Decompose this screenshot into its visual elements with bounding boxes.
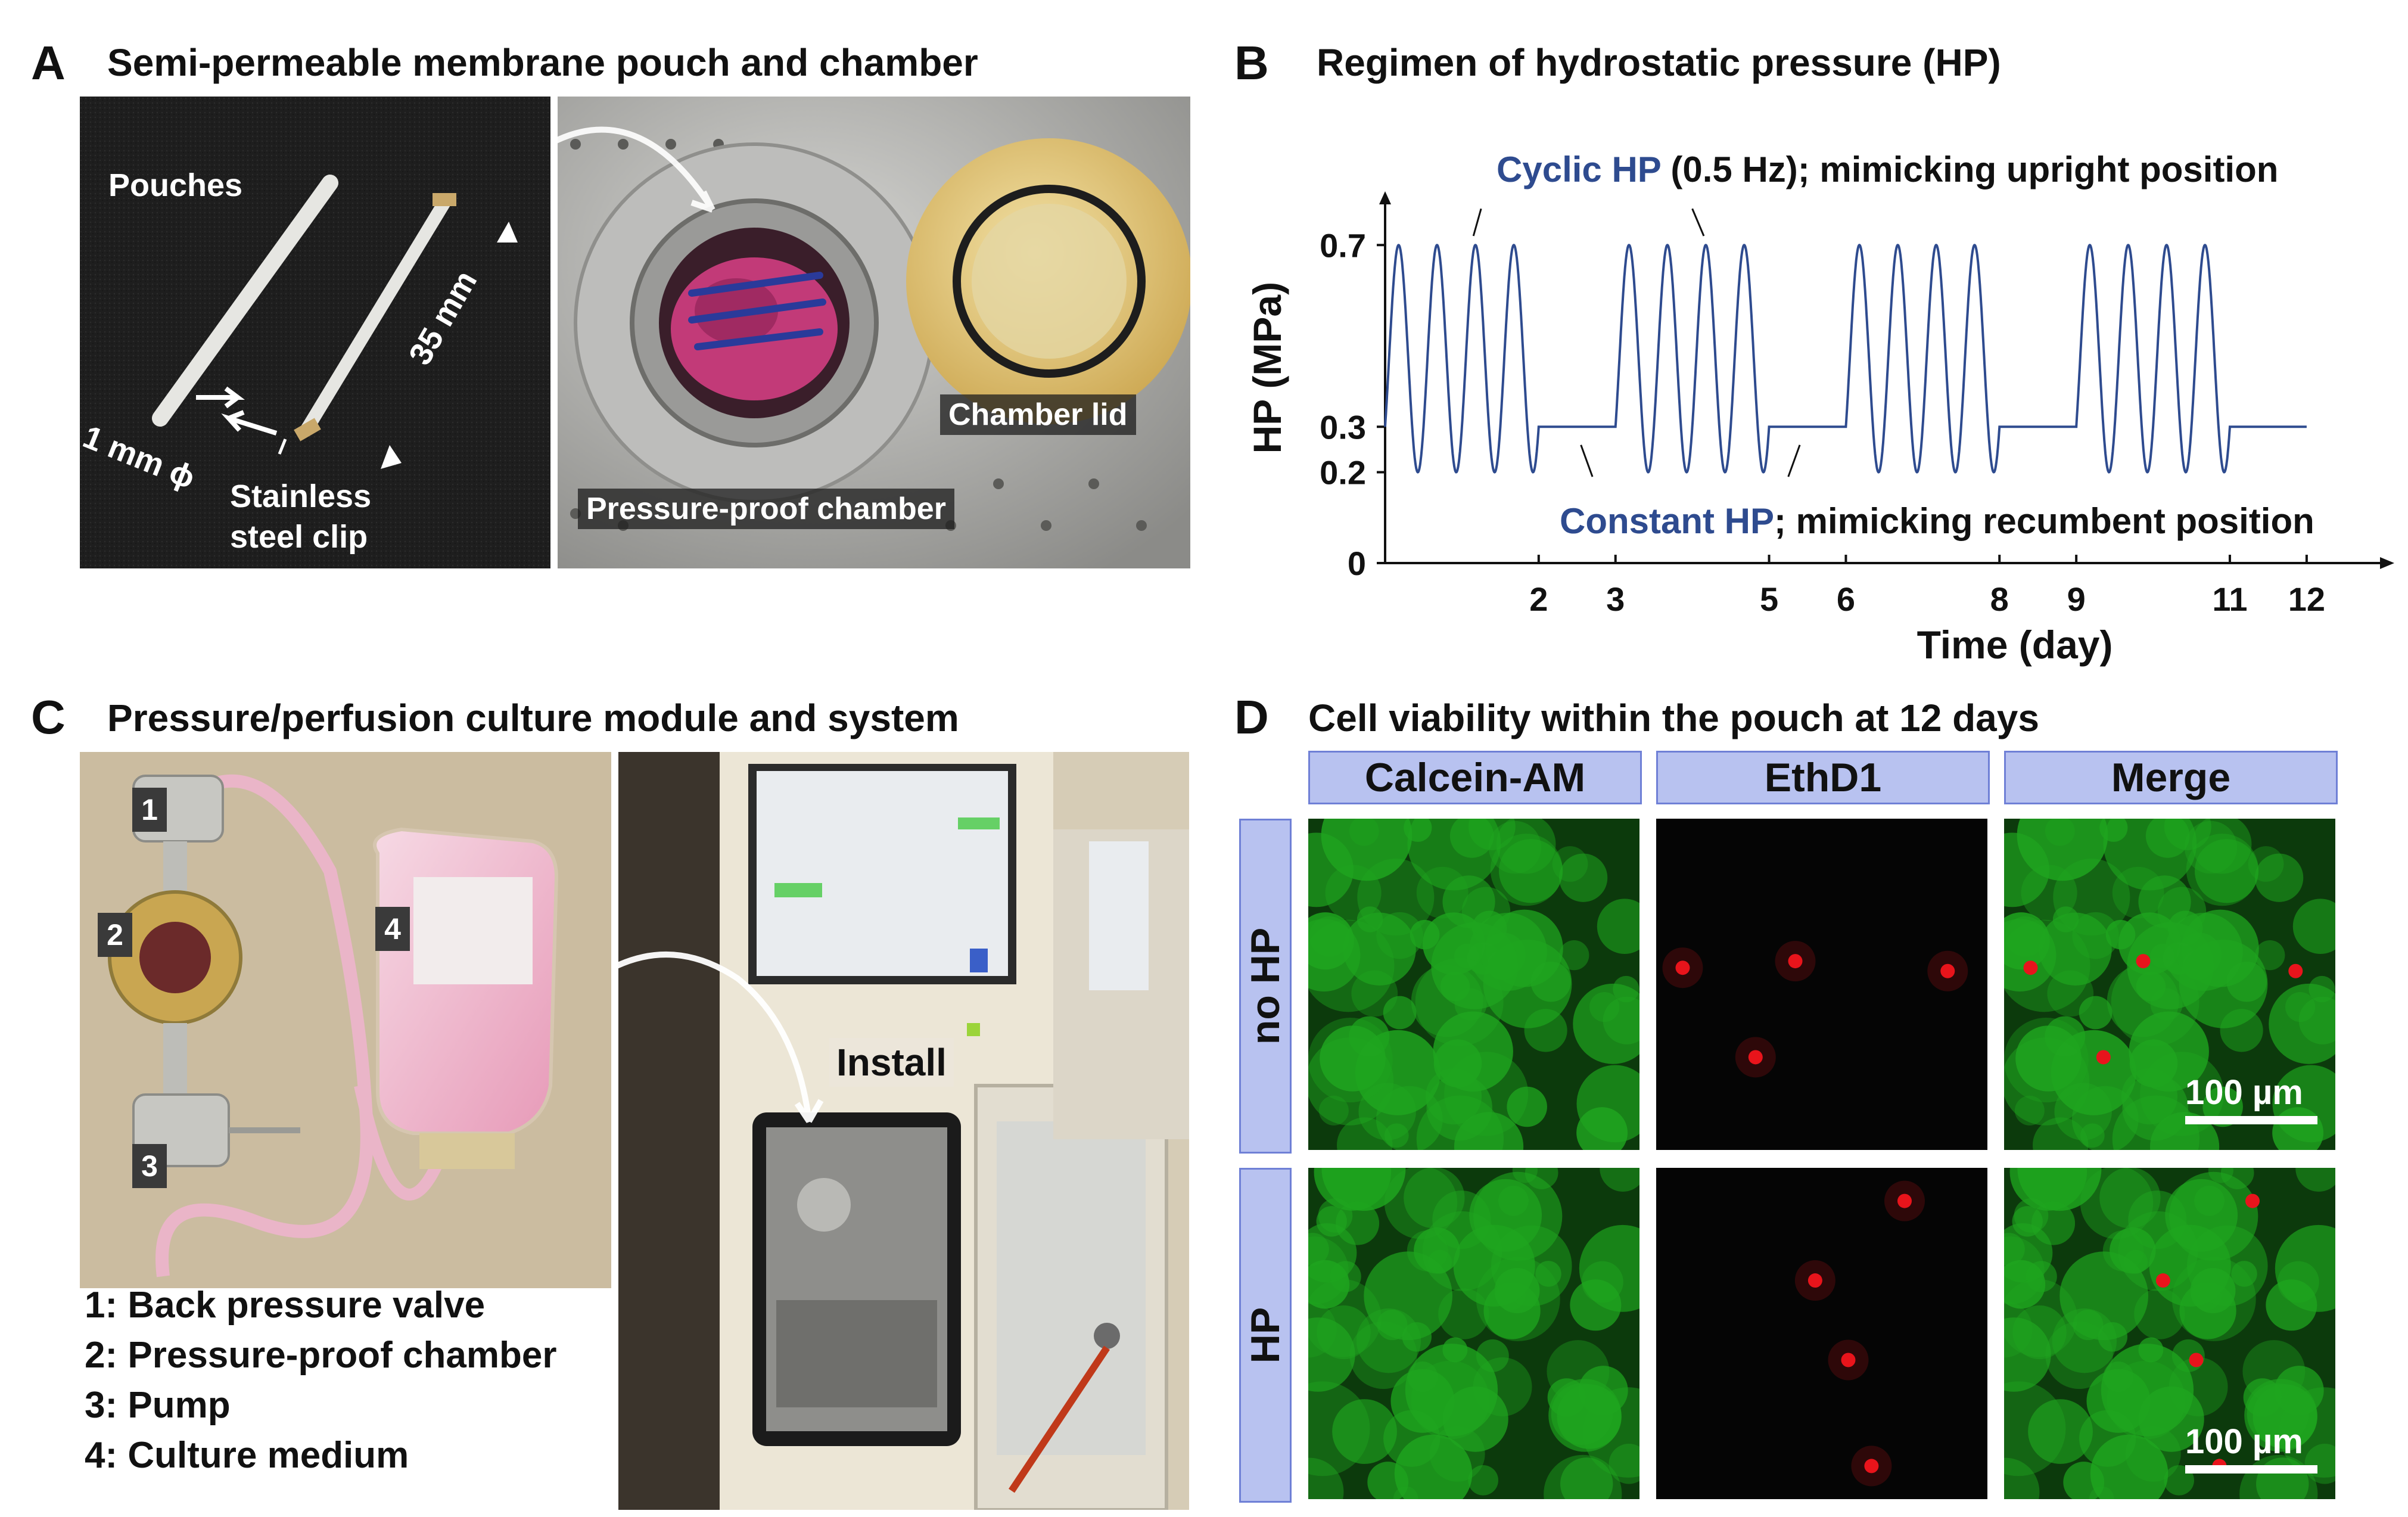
constant-annotation-keyword: Constant HP bbox=[1560, 501, 1774, 541]
x-axis-arrow bbox=[2380, 557, 2394, 569]
system-photo: Install bbox=[618, 752, 1189, 1510]
constant-pointer-1 bbox=[1580, 444, 1594, 477]
x-axis-title: Time (day) bbox=[1917, 623, 2113, 667]
micrograph-hp-ethd1 bbox=[1656, 1168, 1987, 1499]
y-tick-label-1: 0.2 bbox=[1320, 454, 1366, 492]
panel-c-letter: C bbox=[31, 691, 66, 744]
panel-c-title: Pressure/perfusion culture module and sy… bbox=[107, 697, 959, 739]
legend-item-4: 4: Culture medium bbox=[85, 1435, 409, 1476]
y-tick-label-2: 0.3 bbox=[1320, 408, 1366, 446]
panel-b-letter: B bbox=[1234, 36, 1269, 89]
column-header-calcein: Calcein-AM bbox=[1308, 751, 1642, 804]
x-tick-label-6: 11 bbox=[2212, 580, 2247, 618]
panel-a-title: Semi-permeable membrane pouch and chambe… bbox=[107, 41, 978, 84]
micrograph-image bbox=[2004, 1168, 2335, 1499]
micrograph-image bbox=[1662, 941, 1968, 1078]
x-tick-label-4: 8 bbox=[1990, 580, 2009, 618]
micrograph-no-hp-calcein-am bbox=[1308, 819, 1639, 1150]
row-header-no-hp-label: no HP bbox=[1243, 927, 1288, 1045]
cyclic-annotation-keyword: Cyclic HP bbox=[1497, 150, 1661, 189]
module-photo: 1 2 3 4 bbox=[80, 752, 611, 1288]
micrograph-image bbox=[2004, 819, 2335, 1150]
y-axis-arrow bbox=[1379, 191, 1391, 204]
micrograph-image bbox=[1308, 1168, 1639, 1499]
clip-label-line2: steel clip bbox=[230, 519, 368, 555]
x-tick-label-2: 5 bbox=[1760, 580, 1778, 618]
column-header-ethd1: EthD1 bbox=[1656, 751, 1990, 804]
cyclic-pointer-2 bbox=[1691, 208, 1705, 237]
micrograph-hp-calcein-am bbox=[1308, 1168, 1639, 1499]
constant-pointer-2 bbox=[1787, 444, 1801, 477]
chamber-photo: Chamber lid Pressure-proof chamber bbox=[558, 97, 1190, 568]
x-tick-label-7: 12 bbox=[2288, 580, 2325, 618]
cyclic-pointer-1 bbox=[1472, 208, 1482, 237]
module-legend: 1: Back pressure valve 2: Pressure-proof… bbox=[85, 1284, 556, 1484]
cyclic-annotation-rest: (0.5 Hz); mimicking upright position bbox=[1660, 150, 2279, 189]
micrograph-no-hp-merge bbox=[2004, 819, 2335, 1150]
pouch-photo-drawing bbox=[80, 97, 550, 568]
system-photo-drawing bbox=[618, 752, 1189, 1510]
panel-b-title: Regimen of hydrostatic pressure (HP) bbox=[1317, 41, 2001, 84]
legend-item-2: 2: Pressure-proof chamber bbox=[85, 1335, 557, 1376]
column-header-merge: Merge bbox=[2004, 751, 2338, 804]
install-label: Install bbox=[829, 1038, 954, 1087]
scale-bar-row1-line bbox=[2185, 1116, 2317, 1124]
module-photo-drawing bbox=[80, 752, 611, 1288]
y-axis-title: HP (MPa) bbox=[1245, 282, 1289, 454]
micrograph-hp-merge bbox=[2004, 1168, 2335, 1499]
legend-item-3: 3: Pump bbox=[85, 1385, 231, 1426]
scale-bar-row2: 100 µm bbox=[2185, 1422, 2322, 1474]
marker-4: 4 bbox=[375, 907, 410, 951]
scale-bar-row1: 100 µm bbox=[2185, 1073, 2322, 1124]
hp-waveform-line bbox=[1384, 244, 2307, 474]
y-tick-label-3: 0.7 bbox=[1320, 226, 1366, 264]
chamber-label: Pressure-proof chamber bbox=[578, 489, 954, 529]
x-tick-label-1: 3 bbox=[1606, 580, 1625, 618]
marker-1: 1 bbox=[132, 788, 167, 832]
legend-item-1: 1: Back pressure valve bbox=[85, 1285, 486, 1326]
scale-bar-row2-line bbox=[2185, 1465, 2317, 1474]
panel-d-title: Cell viability within the pouch at 12 da… bbox=[1308, 697, 2039, 739]
lid-label: Chamber lid bbox=[940, 394, 1136, 435]
panel-d-letter: D bbox=[1234, 691, 1269, 744]
clip-label-line1: Stainless bbox=[230, 478, 372, 514]
micrograph-no-hp-ethd1 bbox=[1656, 819, 1987, 1150]
constant-annotation-rest: ; mimicking recumbent position bbox=[1774, 501, 2314, 541]
row-header-hp-label: HP bbox=[1243, 1307, 1288, 1364]
y-tick-label-0: 0 bbox=[1348, 545, 1366, 582]
pouches-label: Pouches bbox=[108, 167, 243, 203]
row-header-hp: HP bbox=[1239, 1168, 1292, 1503]
marker-2: 2 bbox=[98, 913, 132, 957]
micrograph-image bbox=[1794, 1180, 1925, 1487]
cyclic-annotation: Cyclic HP (0.5 Hz); mimicking upright po… bbox=[1497, 149, 2278, 190]
x-tick-label-0: 2 bbox=[1529, 580, 1548, 618]
micrograph-image bbox=[1308, 819, 1639, 1150]
constant-annotation: Constant HP; mimicking recumbent positio… bbox=[1560, 501, 2314, 542]
x-tick-label-3: 6 bbox=[1837, 580, 1855, 618]
x-tick-label-5: 9 bbox=[2067, 580, 2086, 618]
pouch-photo: Pouches 1 mm ϕ 35 mm Stainless steel cli… bbox=[80, 97, 550, 568]
marker-3: 3 bbox=[132, 1144, 167, 1188]
scale-bar-row2-label: 100 µm bbox=[2185, 1422, 2303, 1461]
row-header-no-hp: no HP bbox=[1239, 819, 1292, 1154]
scale-bar-row1-label: 100 µm bbox=[2185, 1073, 2303, 1112]
panel-a-letter: A bbox=[31, 36, 66, 89]
